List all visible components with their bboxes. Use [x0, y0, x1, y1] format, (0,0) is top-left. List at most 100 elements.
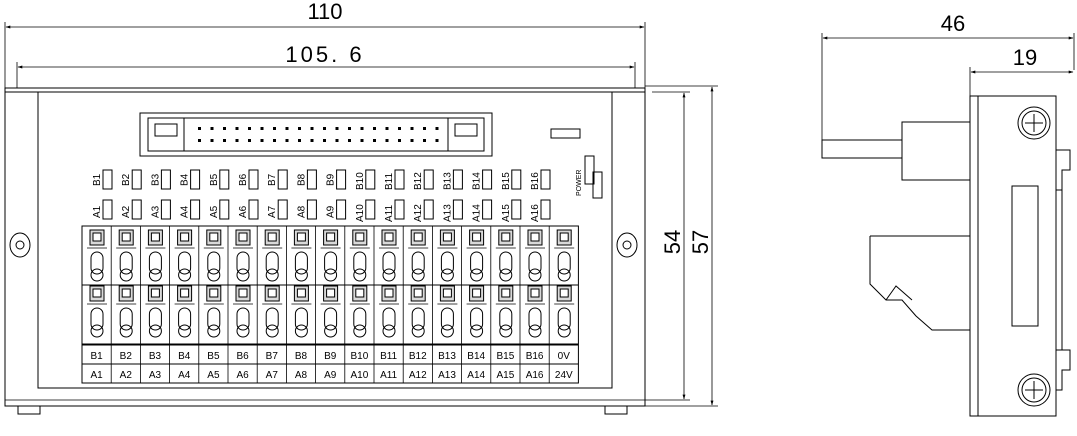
- led-label-top: B3: [150, 173, 161, 186]
- led-label-top: B12: [413, 172, 424, 190]
- idc-pin: [373, 139, 376, 142]
- terminal-wire-hole: [411, 268, 425, 282]
- screw-bottom-icon: [1017, 373, 1051, 407]
- idc-pin: [248, 127, 251, 130]
- terminal-label-bottom: A12: [409, 370, 427, 381]
- terminal-wire-hole: [294, 324, 308, 338]
- terminal-button-inner: [150, 288, 160, 298]
- terminal-wire-slot: [382, 251, 396, 275]
- terminal-wire-hole: [324, 324, 338, 338]
- terminal-button-inner: [384, 288, 394, 298]
- terminal-wire-hole: [528, 268, 542, 282]
- terminal-button-inner: [472, 232, 482, 242]
- idc-pin: [385, 127, 389, 130]
- led-bottom: [336, 199, 347, 220]
- led-bottom: [423, 199, 434, 220]
- idc-pin: [360, 127, 364, 130]
- front-view: 110 105. 6: [4, 0, 718, 415]
- led-label-bottom: A4: [180, 205, 191, 218]
- terminal-label-top: B1: [90, 351, 103, 362]
- terminal-label-bottom: A1: [90, 370, 103, 381]
- idc-pin: [335, 127, 339, 130]
- led-bottom: [452, 199, 463, 220]
- terminal-button-inner: [559, 232, 569, 242]
- foot-left: [17, 405, 41, 415]
- power-led-chip: [550, 128, 581, 139]
- terminal-wire-slot: [294, 307, 308, 331]
- terminal-label-top: B16: [526, 351, 544, 362]
- led-top: [131, 169, 142, 190]
- terminal-wire-slot: [382, 307, 396, 331]
- led-label-bottom: A8: [296, 205, 307, 218]
- led-bottom: [102, 199, 113, 220]
- terminal-wire-hole: [353, 268, 367, 282]
- idc-pin: [323, 127, 326, 130]
- idc-pin: [273, 127, 276, 130]
- led-label-top: B15: [501, 172, 512, 190]
- terminal-button-inner: [530, 232, 540, 242]
- screw-top-icon: [1017, 106, 1051, 140]
- terminal-label-bottom: A16: [526, 370, 544, 381]
- terminal-wire-slot: [90, 307, 104, 331]
- terminal-wire-slot: [236, 251, 250, 275]
- terminal-wire-slot: [470, 251, 484, 275]
- terminal-button-inner: [180, 232, 190, 242]
- pcb-area: [37, 91, 613, 389]
- terminal-wire-slot: [119, 307, 133, 331]
- terminal-button-inner: [442, 288, 452, 298]
- led-label-bottom: A7: [267, 205, 278, 218]
- led-label-top: B5: [209, 173, 220, 186]
- idc-pin: [335, 139, 339, 142]
- idc-pin: [435, 139, 439, 142]
- terminal-button-inner: [267, 288, 277, 298]
- led-label-bottom: A11: [384, 205, 395, 222]
- terminal-wire-hole: [207, 268, 221, 282]
- terminal-label-top: B6: [236, 351, 249, 362]
- led-bottom: [540, 199, 551, 220]
- idc-pin: [410, 139, 414, 142]
- terminal-button-inner: [355, 288, 365, 298]
- terminal-wire-hole: [236, 324, 250, 338]
- side-window: [1011, 185, 1039, 327]
- terminal-button-inner: [442, 232, 452, 242]
- terminal-wire-hole: [90, 268, 104, 282]
- terminal-label-top: B8: [295, 351, 308, 362]
- idc-pin: [435, 127, 439, 130]
- idc-pin: [398, 139, 401, 142]
- terminal-button-inner: [355, 232, 365, 242]
- led-bottom: [277, 199, 288, 220]
- terminal-label-top: B5: [207, 351, 220, 362]
- idc-pin: [198, 139, 201, 142]
- terminal-wire-slot: [119, 251, 133, 275]
- terminal-button-inner: [326, 288, 336, 298]
- idc-connector: [139, 112, 493, 157]
- idc-pin: [423, 139, 426, 142]
- terminal-button-inner: [530, 288, 540, 298]
- dim-19-label: 19: [1013, 45, 1037, 70]
- led-label-bottom: A14: [472, 204, 483, 222]
- terminal-wire-hole: [178, 324, 192, 338]
- led-label-bottom: A12: [413, 204, 424, 222]
- terminal-wire-slot: [207, 251, 221, 275]
- led-bottom: [394, 199, 405, 220]
- dim-46-label: 46: [941, 11, 965, 36]
- terminal-button-inner: [472, 288, 482, 298]
- terminal-wire-slot: [178, 251, 192, 275]
- terminal-wire-hole: [499, 324, 513, 338]
- terminal-label-bottom: A15: [497, 370, 515, 381]
- terminal-wire-hole: [324, 268, 338, 282]
- led-top: [160, 169, 171, 190]
- ribbon-cable: [821, 139, 903, 159]
- dim-105-label: 105. 6: [285, 42, 364, 67]
- terminal-wire-slot: [470, 307, 484, 331]
- terminal-wire-slot: [236, 307, 250, 331]
- terminal-wire-hole: [207, 324, 221, 338]
- idc-pin: [210, 139, 214, 142]
- idc-pin: [223, 127, 226, 130]
- terminal-button-inner: [501, 288, 511, 298]
- led-label-bottom: A3: [150, 205, 161, 218]
- terminal-label-top: B15: [497, 351, 515, 362]
- led-top: [219, 169, 230, 190]
